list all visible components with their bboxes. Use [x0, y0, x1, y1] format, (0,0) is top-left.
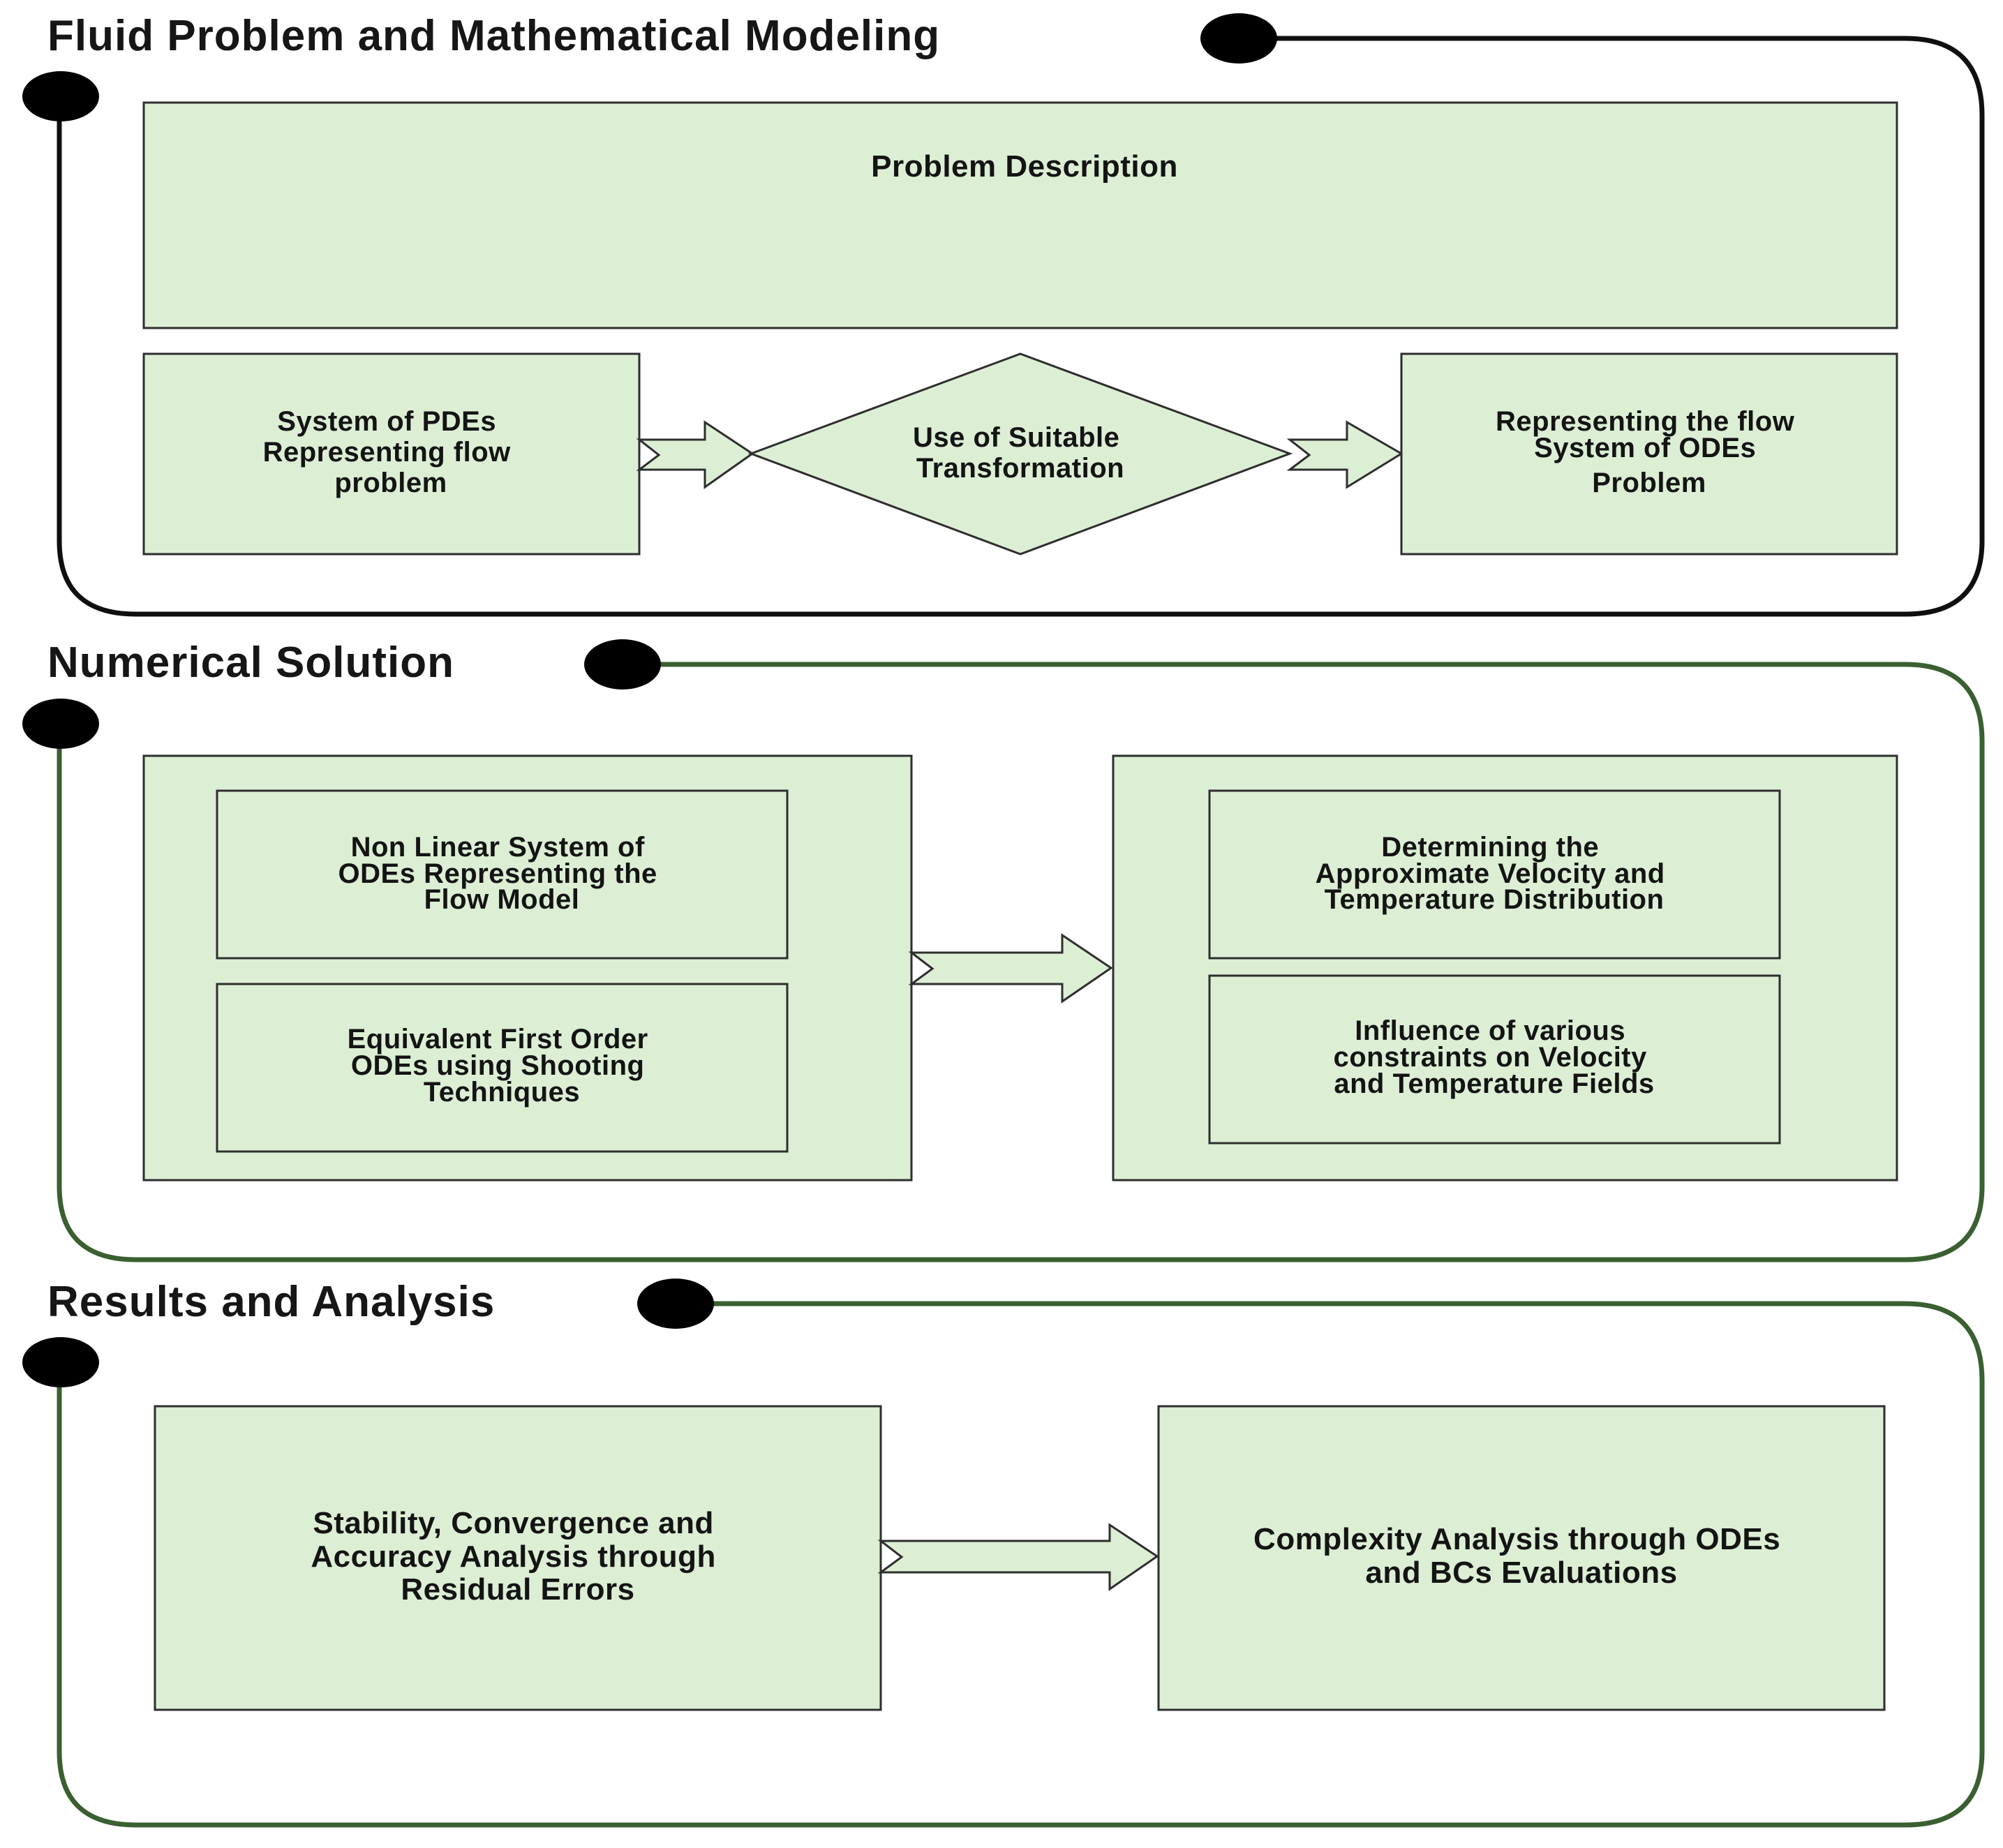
problem-description-label: Problem Description [871, 149, 1178, 184]
arrow-odes-to-distribution [908, 933, 1113, 1004]
constraints-influence-box [1208, 974, 1781, 1145]
first-order-odes-label: Equivalent First Order ODEs using Shooti… [348, 1024, 657, 1108]
complexity-analysis-label: Complexity Analysis through ODEs and BCs… [1253, 1522, 1789, 1590]
section-frame-dot [22, 71, 99, 121]
arrow-stability-to-complexity [877, 1523, 1159, 1591]
pdes-box [142, 352, 641, 556]
nonlinear-odes-label: Non Linear System of ODEs Representing t… [338, 832, 666, 915]
complexity-analysis-box [1157, 1405, 1886, 1711]
stability-analysis-box [154, 1405, 882, 1711]
transformation-diamond [747, 352, 1293, 556]
velocity-temperature-label: Determining the Approximate Velocity and… [1316, 832, 1674, 915]
arrow-transformation-to-odes [1286, 420, 1403, 489]
section-title-dot [637, 1279, 714, 1329]
section-title: Fluid Problem and Mathematical Modeling [47, 12, 940, 60]
section-title-dot [584, 639, 661, 690]
section-frame [57, 36, 1985, 617]
section-title: Numerical Solution [47, 639, 454, 687]
section-frame-dot [22, 1337, 99, 1387]
stability-analysis-label: Stability, Convergence and Accuracy Anal… [311, 1506, 724, 1607]
section-fluid-problem: Fluid Problem and Mathematical Modeling … [22, 12, 1985, 617]
section-title-dot [1200, 13, 1277, 64]
nonlinear-odes-box [216, 789, 789, 960]
odes-box [1400, 352, 1898, 556]
section-frame-dot [22, 699, 99, 749]
section-frame [57, 662, 1985, 1262]
section-numerical-solution: Numerical Solution Non Linear System of … [22, 639, 1985, 1262]
first-order-odes-box [216, 983, 789, 1153]
pdes-label: System of PDEs Representing flow problem [263, 406, 519, 498]
section-results-analysis: Results and Analysis Stability, Converge… [22, 1278, 1985, 1828]
section-title: Results and Analysis [47, 1278, 495, 1326]
problem-description-box [142, 101, 1898, 329]
section-frame [57, 1301, 1985, 1828]
odes-label: Representing the flow System of ODEs Pro… [1496, 406, 1803, 498]
transformation-label: Use of Suitable Transformation [913, 422, 1128, 484]
arrow-pdes-to-transformation [636, 420, 754, 489]
velocity-temperature-box [1208, 789, 1781, 960]
constraints-influence-label: Influence of various constraints on Velo… [1333, 1015, 1655, 1099]
